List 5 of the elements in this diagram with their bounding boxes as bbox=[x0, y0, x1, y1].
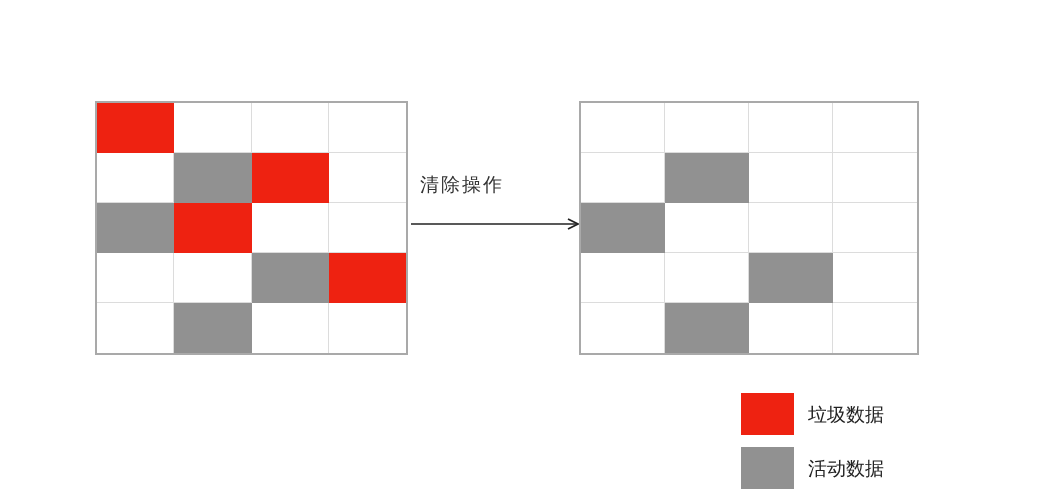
memory-grid bbox=[95, 101, 408, 355]
legend-label: 活动数据 bbox=[808, 456, 884, 481]
memory-grid bbox=[579, 101, 919, 355]
legend-label: 垃圾数据 bbox=[808, 402, 884, 427]
arrow bbox=[410, 218, 579, 230]
